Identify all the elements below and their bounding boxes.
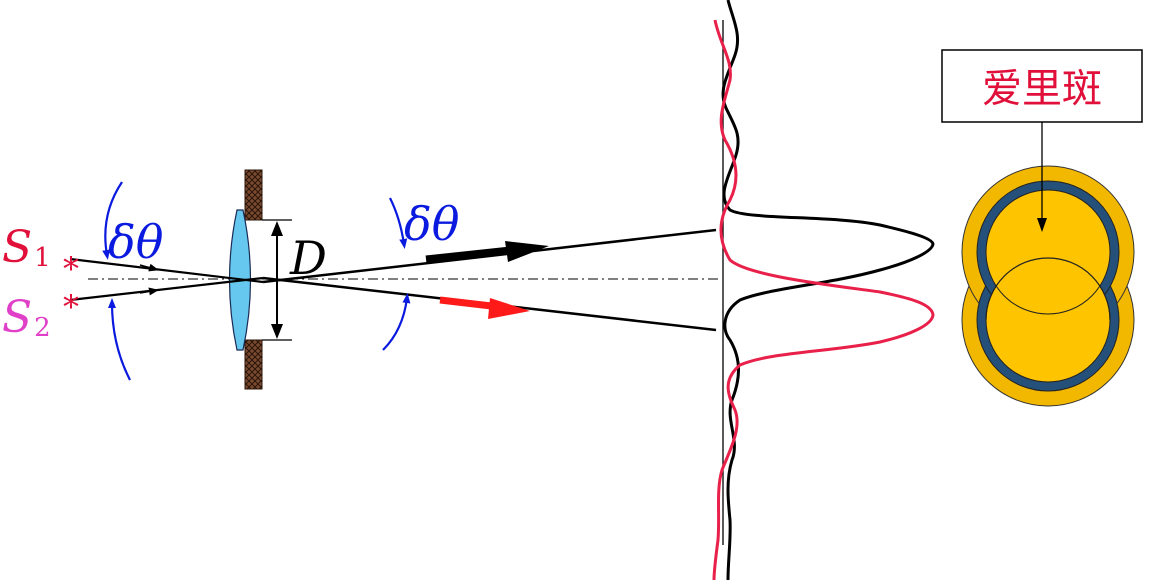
- intensity-curve-source-1: [721, 0, 935, 581]
- airy-overlap-outline: [985, 257, 1111, 321]
- aperture-plate-bottom: [244, 339, 263, 390]
- ray-2-big-arrowhead: [488, 298, 530, 319]
- angle-arc-right-top: [389, 197, 408, 249]
- aperture-arrowhead-top: [271, 221, 283, 236]
- ray-2-small-arrow: [139, 287, 159, 296]
- angle-arc-left-top: [102, 181, 123, 260]
- intensity-curve-source-2: [712, 19, 935, 581]
- ray-2-incoming: [69, 276, 264, 302]
- angle-arc-left-bottom: [108, 298, 131, 381]
- source-1-star: *: [63, 250, 79, 288]
- source-2-star: *: [63, 288, 79, 326]
- airy-disk-label: 爱里斑: [982, 66, 1102, 112]
- airy-pointer-arrowhead: [1037, 218, 1047, 232]
- source-2-label: S2: [2, 292, 51, 343]
- aperture-arrowhead-bottom: [271, 324, 283, 339]
- ray-1-big-arrowhead: [505, 241, 549, 262]
- ray-1-big-arrow-shaft: [425, 245, 521, 263]
- source-1-label: S1: [2, 222, 51, 273]
- ray-1-small-arrow: [139, 263, 159, 272]
- ray-1-incoming: [69, 257, 264, 284]
- airy-disk-label-box: [941, 49, 1143, 123]
- airy-inner-disk-upper: [985, 189, 1111, 315]
- ray-1-outgoing: [262, 228, 717, 284]
- airy-disk-pattern: [961, 165, 1135, 407]
- aperture-plate-top: [244, 169, 263, 221]
- angle-label-left: δθ: [108, 215, 163, 269]
- angle-label-right: δθ: [404, 197, 459, 251]
- angle-arc-right-bottom: [382, 293, 411, 351]
